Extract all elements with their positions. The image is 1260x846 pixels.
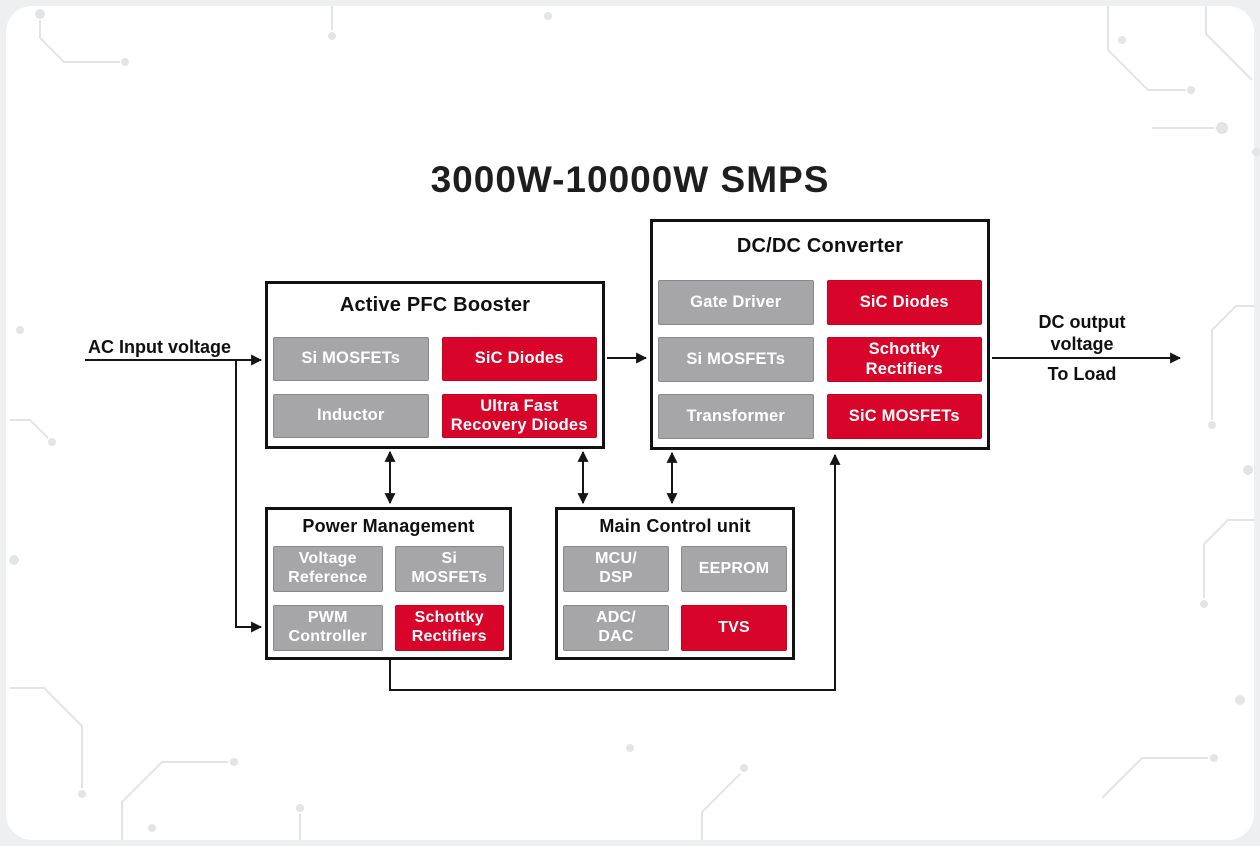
pm-chip-si-mosfets: Si MOSFETs	[394, 546, 504, 592]
block-active-pfc-booster: Active PFC Booster Si MOSFETs SiC Diodes…	[265, 281, 605, 449]
pfc-chip-si-mosfets: Si MOSFETs	[273, 337, 429, 381]
circuit-trace	[10, 6, 1254, 840]
mcu-chip-tvs: TVS	[681, 605, 787, 651]
mcu-chip-adc-dac: ADC/ DAC	[563, 605, 669, 651]
dcdc-chip-gate-driver: Gate Driver	[658, 280, 814, 325]
pm-chip-pwm-controller: PWM Controller	[273, 605, 383, 651]
pfc-chip-sic-diodes: SiC Diodes	[441, 337, 597, 381]
dc-output-voltage-label: DC output voltage	[1038, 312, 1126, 354]
ac-input-voltage-label: AC Input voltage	[88, 337, 231, 357]
diagram-title: 3000W-10000W SMPS	[430, 159, 830, 200]
pfc-chip-ultra-fast-recovery-diodes: Ultra Fast Recovery Diodes	[441, 394, 597, 438]
to-load-label: To Load	[1047, 364, 1117, 384]
arrow-power-management-to-dcdc	[389, 453, 841, 691]
main-control-chip-grid: MCU/ DSP EEPROM ADC/ DAC TVS	[563, 546, 787, 651]
diagram-card	[6, 6, 1254, 840]
mcu-chip-mcu-dsp: MCU/ DSP	[563, 546, 669, 592]
circuit-dots	[9, 9, 1260, 832]
pm-chip-schottky-rectifiers: Schottky Rectifiers	[394, 605, 504, 651]
block-power-management: Power Management Voltage Reference Si MO…	[265, 507, 512, 660]
pm-chip-voltage-reference: Voltage Reference	[273, 546, 383, 592]
pfc-chip-grid: Si MOSFETs SiC Diodes Inductor Ultra Fas…	[273, 337, 597, 438]
dcdc-chip-sic-diodes: SiC Diodes	[826, 280, 982, 325]
pfc-chip-inductor: Inductor	[273, 394, 429, 438]
mcu-chip-eeprom: EEPROM	[681, 546, 787, 592]
dcdc-chip-si-mosfets: Si MOSFETs	[658, 337, 814, 382]
block-main-control-unit: Main Control unit MCU/ DSP EEPROM ADC/ D…	[555, 507, 795, 660]
block-dcdc-converter: DC/DC Converter Gate Driver SiC Diodes S…	[650, 219, 990, 450]
dcdc-chip-schottky-rectifiers: Schottky Rectifiers	[826, 337, 982, 382]
arrow-ac-branch-to-power-management	[235, 360, 263, 633]
block-title-power-management: Power Management	[302, 516, 475, 536]
block-title-active-pfc-booster: Active PFC Booster	[339, 294, 531, 316]
block-title-main-control-unit: Main Control unit	[599, 516, 751, 536]
dcdc-chip-grid: Gate Driver SiC Diodes Si MOSFETs Schott…	[658, 280, 982, 439]
block-title-dcdc-converter: DC/DC Converter	[736, 235, 904, 257]
dcdc-chip-transformer: Transformer	[658, 394, 814, 439]
dcdc-chip-sic-mosfets: SiC MOSFETs	[826, 394, 982, 439]
power-management-chip-grid: Voltage Reference Si MOSFETs PWM Control…	[273, 546, 504, 651]
